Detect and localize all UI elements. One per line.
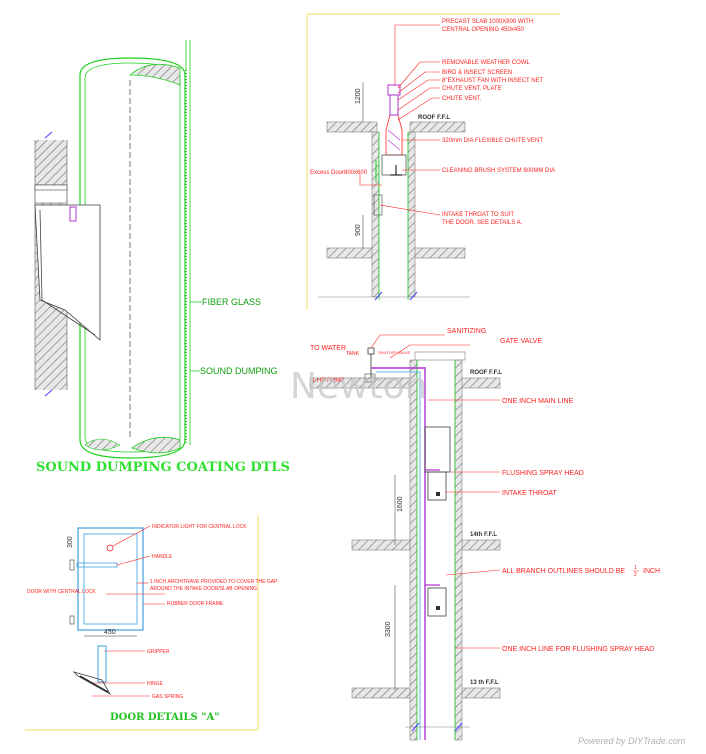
- dim-1200: 1200: [355, 88, 362, 104]
- vent-label-cowl: REMOVABLE WEATHER COWL: [442, 60, 530, 66]
- watermark: Newton: [290, 366, 427, 407]
- main-line-label: ONE INCH MAIN LINE: [502, 398, 574, 405]
- flushing-system-detail: 1600 3300 TO WATER TANK SHUTOFF VALVE SA…: [309, 328, 660, 741]
- to-water-label: TO WATER: [310, 345, 346, 352]
- door-details: 450 300 INDICATOR LIGHT FOR CENTRAL LOCK…: [27, 524, 278, 723]
- spray-head-label: FLUSHING SPRAY HEAD: [502, 470, 584, 477]
- floor14-label: 14th F.F.L: [470, 532, 497, 538]
- vent-label-brush: CLEANING BRUSH SYSTEM 600MM DIA: [442, 168, 555, 174]
- gate-valve-label: GATE VALVE: [500, 338, 542, 345]
- floor13-label: 13 th F.F.L: [470, 680, 499, 686]
- indicator-light-icon: [106, 544, 114, 552]
- architrave-label-2: AROUND THE INTAKE DOOR/SLAB OPENING: [150, 586, 257, 592]
- architrave-label-1: 1 INCH ARCHITRAVE PROVIDED TO COVER THE …: [150, 579, 278, 585]
- door-dim-width: 450: [104, 629, 116, 636]
- intake-throat-label: INTAKE THROAT: [502, 490, 558, 497]
- handle-icon: [76, 562, 118, 568]
- dim-900: 900: [355, 224, 362, 236]
- branch-fraction-num: 1: [634, 565, 637, 571]
- door-frame: [77, 527, 144, 631]
- vent-label-intake: INTAKE THROAT TO SUIT: [442, 212, 514, 218]
- rubber-frame-label: RUBBER DOOR FRAME: [167, 601, 224, 607]
- indicator-label: INDICATOR LIGHT FOR CENTRAL LOCK: [152, 524, 247, 530]
- credit-text: Powered by DIYTrade.com: [578, 736, 686, 746]
- dim-1600: 1600: [397, 496, 404, 512]
- vent-label-chute: CHUTE VENT.: [442, 96, 482, 102]
- flush-roof-label: ROOF F.F.L: [470, 370, 502, 376]
- hp-pump-label: 1 HP PUMP: [312, 378, 344, 384]
- handle-label: HANDLE: [152, 554, 173, 560]
- fiber-glass-label: FIBER GLASS: [202, 297, 261, 307]
- coating-title: SOUND DUMPING COATING DTLS: [36, 460, 290, 475]
- vent-label-opening: CENTRAL OPENING 450x450: [442, 27, 524, 33]
- tank-label: TANK: [346, 351, 360, 357]
- vent-label-fan: 8"EXHAUST FAN WITH INSECT NET: [442, 78, 544, 84]
- door-dim-height: 300: [67, 536, 74, 548]
- hinge-label: HINGE: [147, 681, 164, 687]
- gas-spring-label: GAS SPRING: [152, 694, 183, 700]
- shutoff-label: SHUTOFF VALVE: [378, 350, 411, 355]
- sound-dumping-detail: FIBER GLASS SOUND DUMPING SOUND DUMPING …: [34, 40, 290, 475]
- door-lock-label: DOOR WITH CENTRAL LOCK: [27, 589, 96, 595]
- door-title: DOOR DETAILS "A": [110, 712, 219, 723]
- gripper-label: GRIPPER: [147, 649, 170, 655]
- vent-label-plate: CHUTE VENT. PLATE: [442, 86, 502, 92]
- vent-label-see-details: THE DOOR. SEE DETAILS A.: [442, 220, 523, 226]
- spray-line-label: ONE INCH LINE FOR FLUSHING SPRAY HEAD: [502, 646, 654, 653]
- dim-3300: 3300: [385, 621, 392, 637]
- chute-vent-detail: 1200 900 PRECAST SLAB 1000X800 WITH CENT…: [310, 19, 555, 301]
- sanitizing-label: SANITIZING: [447, 328, 486, 335]
- branch-label: ALL BRANCH OUTLINES SHOULD BE: [502, 568, 625, 575]
- branch-fraction-den: 2: [634, 572, 637, 578]
- vent-label-screen: BIRD & INSECT SCREEN: [442, 70, 512, 76]
- vent-label-precast: PRECAST SLAB 1000X800 WITH: [442, 19, 533, 25]
- vent-roof-label: ROOF F.F.L: [418, 115, 450, 121]
- vent-door-label: Excess Door800x600: [310, 170, 368, 176]
- branch-unit: INCH: [643, 568, 660, 575]
- main-line-pipe: [371, 367, 426, 740]
- vent-label-flexible: 320mm DIA FLEXIBLE CHUTE VENT: [442, 138, 543, 144]
- sound-dumping-label: SOUND DUMPING: [200, 366, 278, 376]
